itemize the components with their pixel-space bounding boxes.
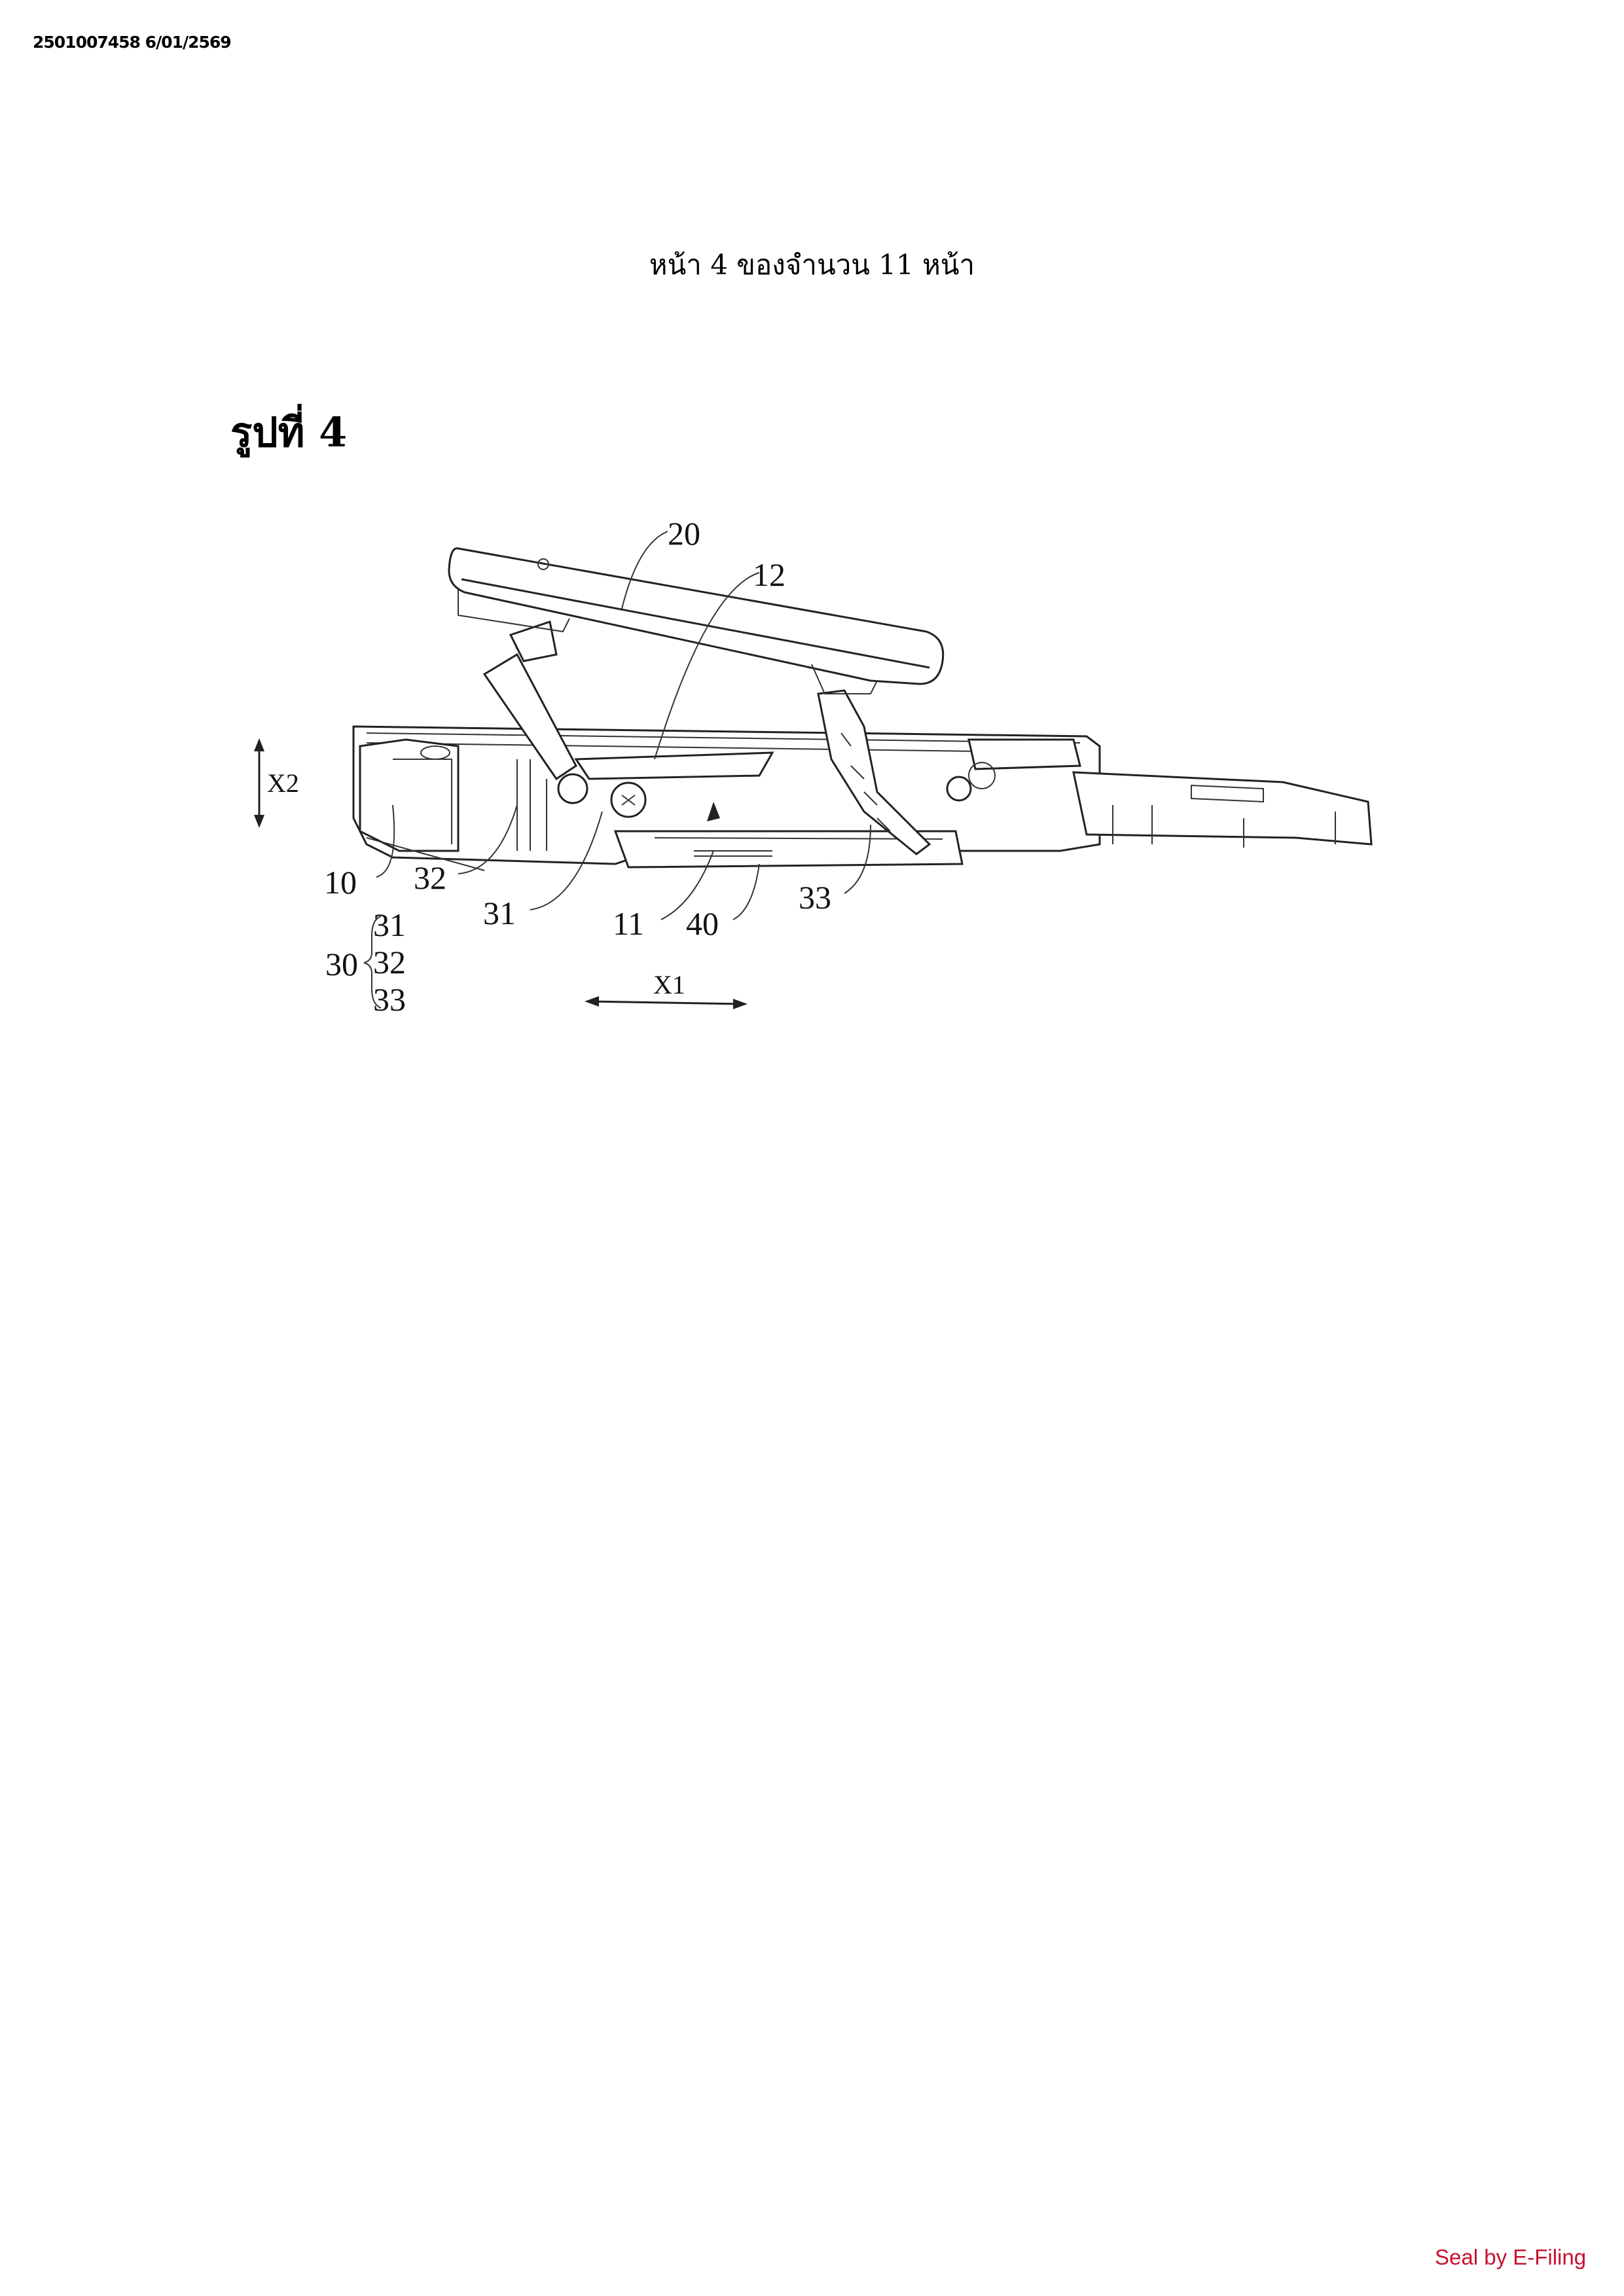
label-11: 11 — [613, 905, 644, 942]
label-x2: X2 — [267, 768, 299, 798]
x2-direction-arrow — [254, 738, 264, 828]
e-filing-seal: Seal by E-Filing — [1435, 2245, 1586, 2270]
label-10: 10 — [324, 864, 357, 901]
label-33: 33 — [799, 879, 831, 916]
label-32: 32 — [414, 859, 446, 896]
label-group-32: 32 — [373, 944, 406, 980]
label-group-31: 31 — [373, 906, 406, 943]
label-12: 12 — [753, 556, 785, 593]
label-40: 40 — [686, 905, 719, 942]
label-x1: X1 — [653, 970, 685, 999]
label-group-33: 33 — [373, 981, 406, 1018]
label-31: 31 — [483, 895, 516, 931]
label-20: 20 — [668, 515, 700, 552]
label-group-30: 30 — [325, 946, 358, 982]
